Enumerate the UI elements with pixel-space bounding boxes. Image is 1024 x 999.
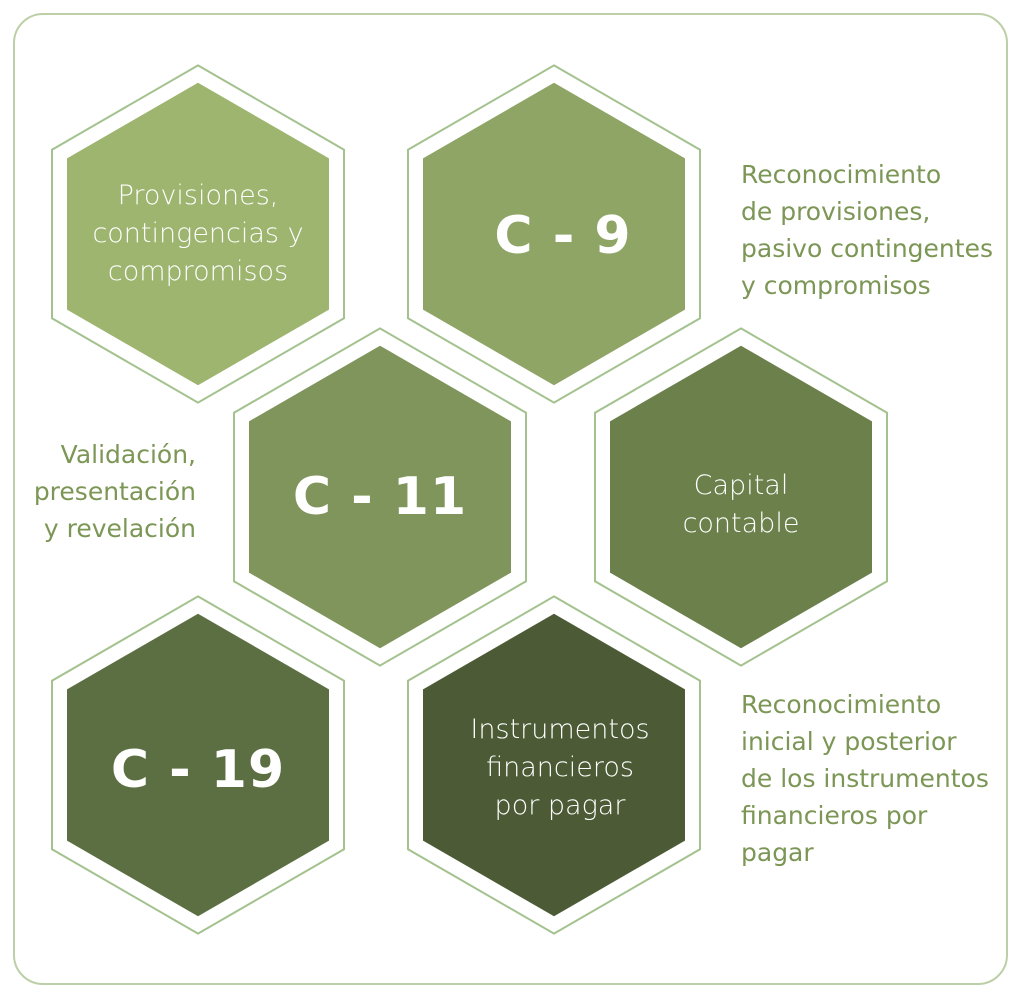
hexagon-fill [610,345,872,649]
hexagon-fill [67,613,329,917]
hexagon-fill [249,345,511,649]
description-c19: Reconocimiento inicial y posterior de lo… [741,690,989,867]
hex-c19-label: C - 19 [110,740,286,800]
diagram-frame [13,13,1008,985]
hexagon-fill [423,613,685,917]
hex-provisiones-label: Provisiones, contingencias y compromisos [92,180,304,287]
hex-c9-label: C - 9 [494,206,632,266]
hexagon-fill [423,82,685,386]
hex-instrumentos-label: Instrumentos financieros por pagar [470,714,650,821]
hex-capital-label: Capital contable [682,470,800,539]
description-c11: Validación, presentación y revelación [33,440,196,543]
description-c9: Reconocimiento de provisiones, pasivo co… [741,160,993,300]
hex-c11-label: C - 11 [292,467,468,527]
hexagon-fill [67,82,329,386]
